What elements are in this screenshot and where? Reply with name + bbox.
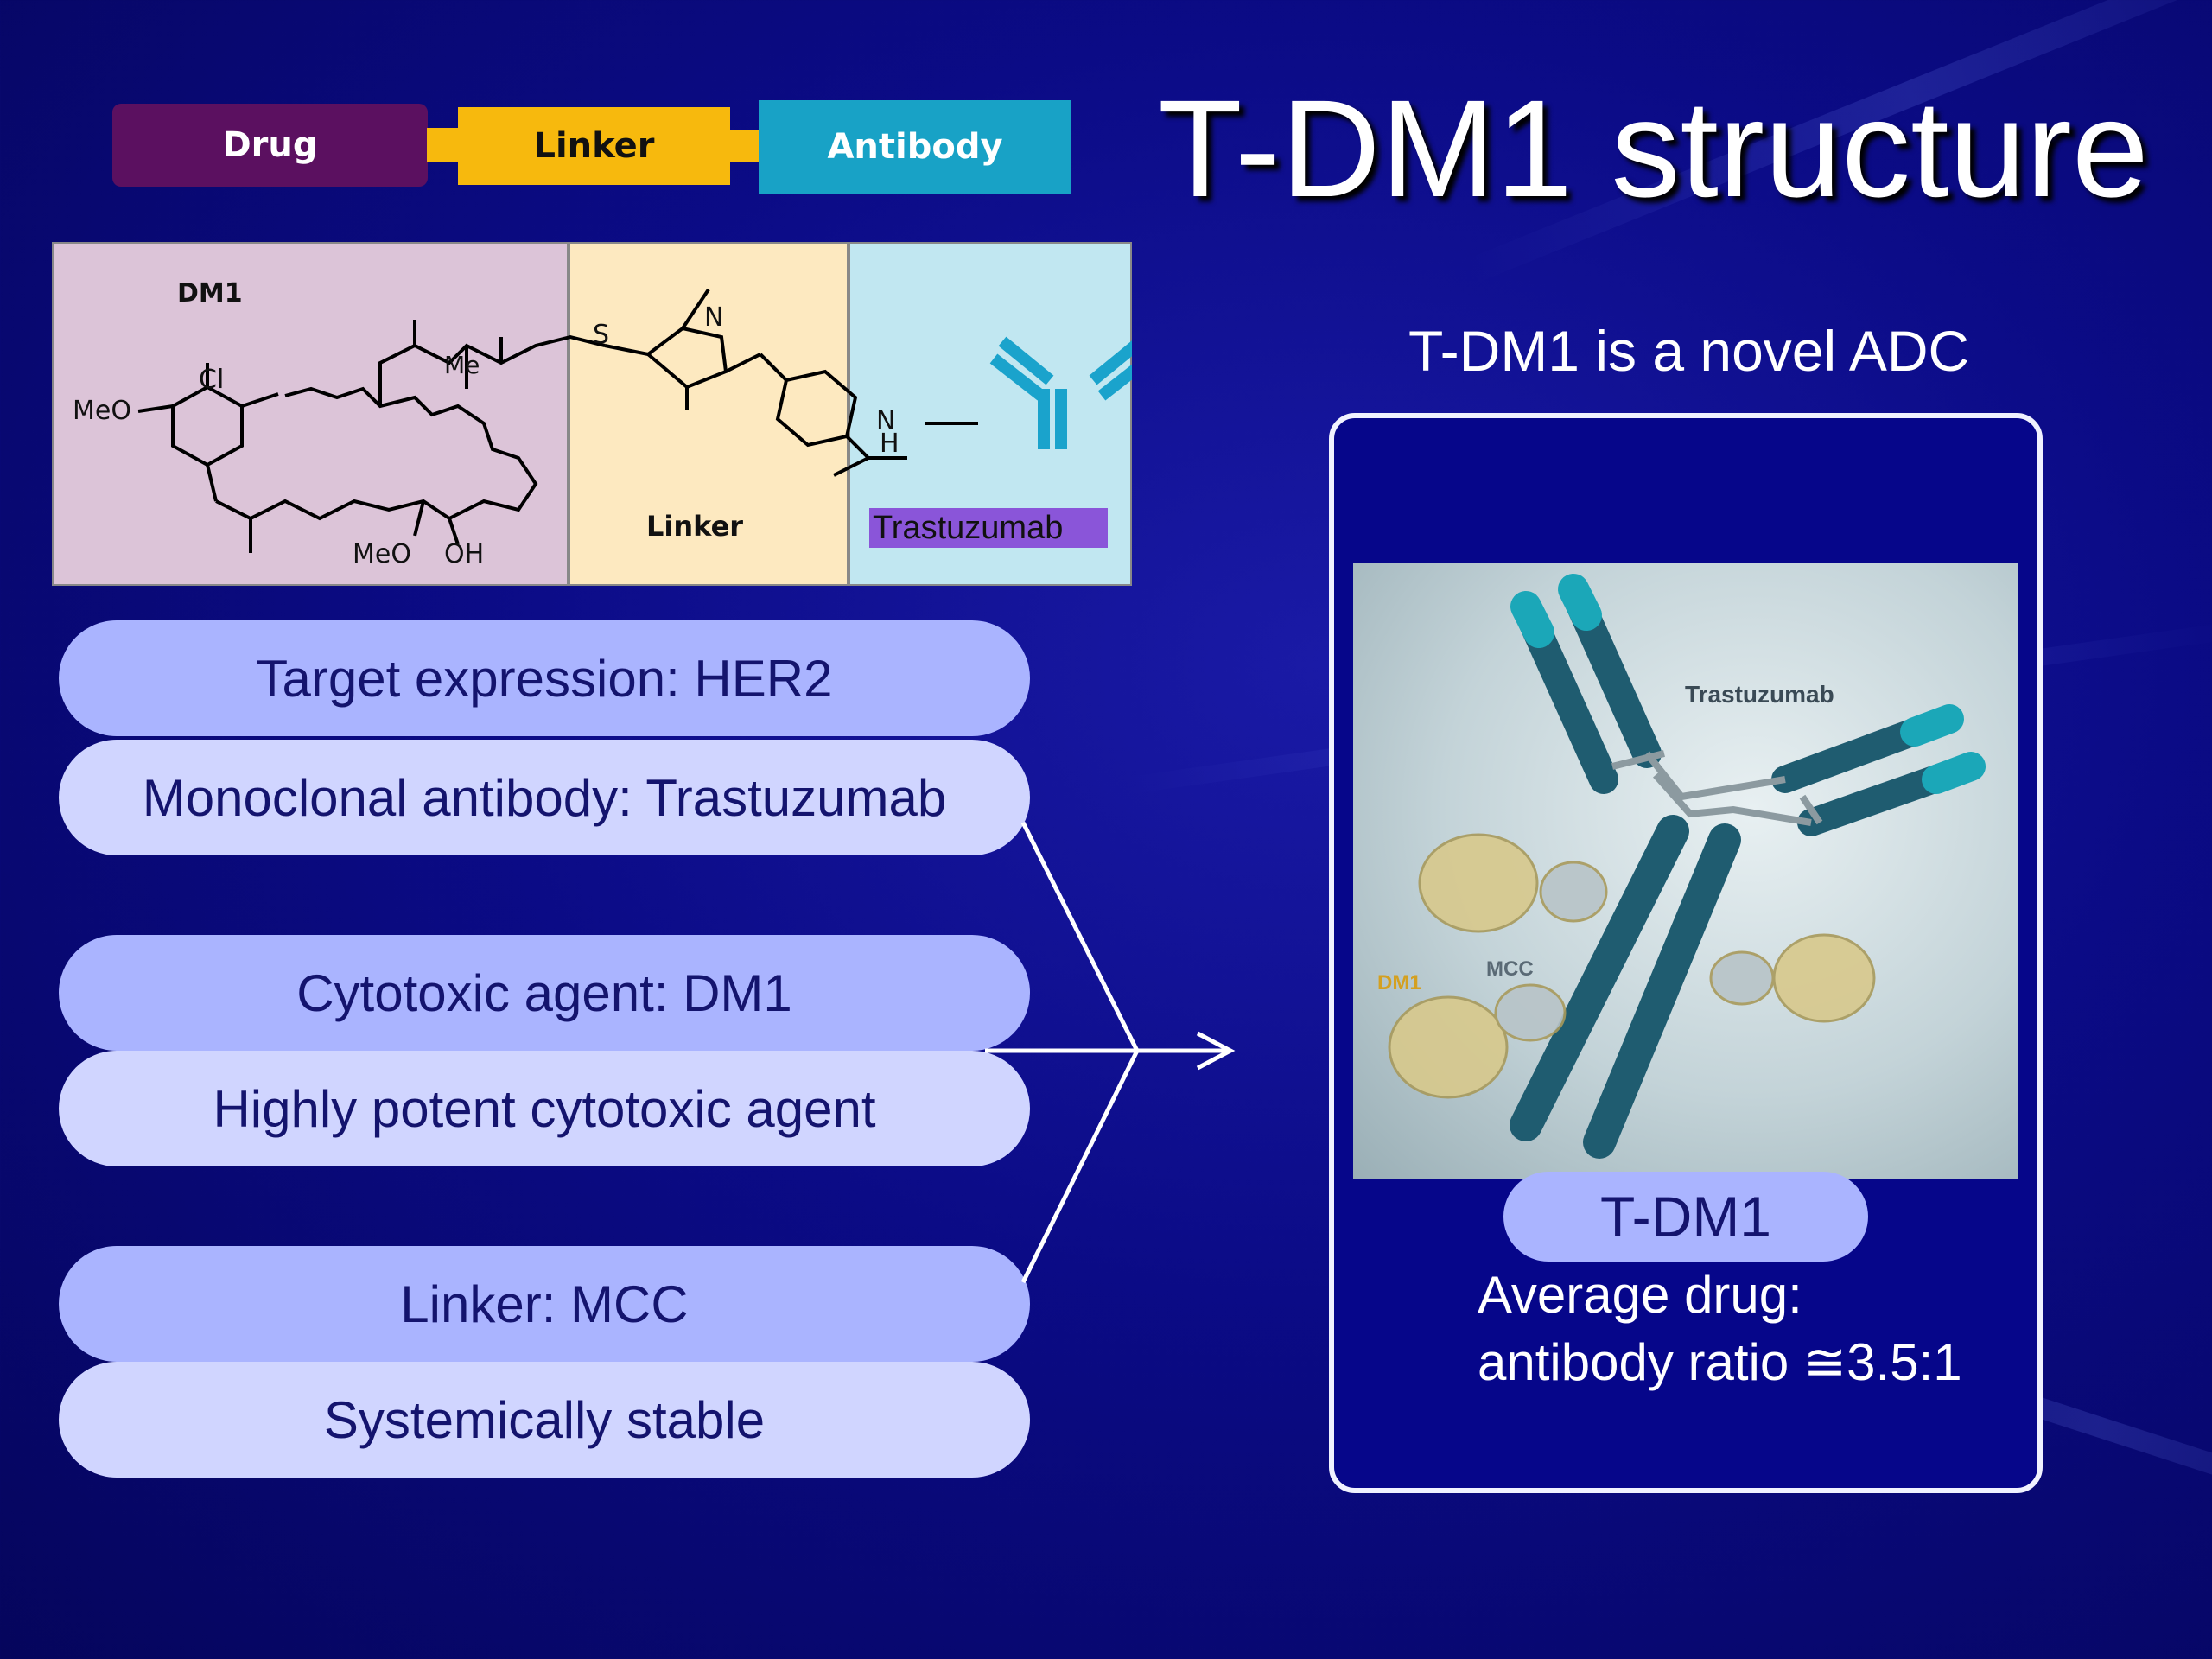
tdm1-badge: T-DM1: [1503, 1172, 1868, 1262]
linker-panel: [569, 242, 849, 586]
atom-label: MeO: [353, 539, 411, 569]
pill-highly-potent: Highly potent cytotoxic agent: [59, 1051, 1030, 1166]
pill-cytotoxic-agent: Cytotoxic agent: DM1: [59, 935, 1030, 1051]
atom-label: N: [876, 406, 896, 436]
subtitle: T-DM1 is a novel ADC: [1408, 319, 1970, 383]
page-title: T-DM1 structure: [1158, 71, 2149, 226]
drug-segment: Drug: [112, 104, 428, 187]
chemical-structure-drawing: [137, 288, 1132, 553]
linker-label: Linker: [646, 510, 744, 543]
mcc-image-label: MCC: [1486, 957, 1534, 981]
atom-label: S: [593, 320, 610, 350]
dm1-image-label: DM1: [1377, 971, 1421, 995]
drug-antibody-ratio: Average drug: antibody ratio ≅3.5:1: [1478, 1262, 1962, 1396]
antibody-segment: Antibody: [759, 100, 1071, 194]
tdm1-illustration: Trastuzumab DM1 MCC: [1353, 563, 2018, 1179]
trastuzumab-image-label: Trastuzumab: [1685, 681, 1834, 708]
pill-systemically-stable: Systemically stable: [59, 1362, 1030, 1478]
atom-label: Cl: [199, 365, 225, 395]
dm1-label: DM1: [177, 278, 243, 308]
atom-label: Me: [444, 351, 480, 379]
antibody-drawing: [1388, 574, 1986, 1159]
pill-linker-mcc: Linker: MCC: [59, 1246, 1030, 1362]
ratio-line-2: antibody ratio ≅3.5:1: [1478, 1333, 1962, 1391]
pill-target-expression: Target expression: HER2: [59, 620, 1030, 736]
connector: [427, 128, 461, 162]
trastuzumab-tag: Trastuzumab: [869, 508, 1108, 548]
linker-segment: Linker: [458, 107, 730, 185]
ratio-line-1: Average drug:: [1478, 1266, 1802, 1324]
dm1-panel: [52, 242, 569, 586]
atom-label: N: [704, 302, 724, 333]
atom-label: H: [880, 429, 899, 459]
pill-monoclonal-antibody: Monoclonal antibody: Trastuzumab: [59, 740, 1030, 855]
connector: [728, 130, 762, 162]
atom-label: OH: [444, 539, 485, 569]
atom-label: MeO: [73, 396, 131, 426]
